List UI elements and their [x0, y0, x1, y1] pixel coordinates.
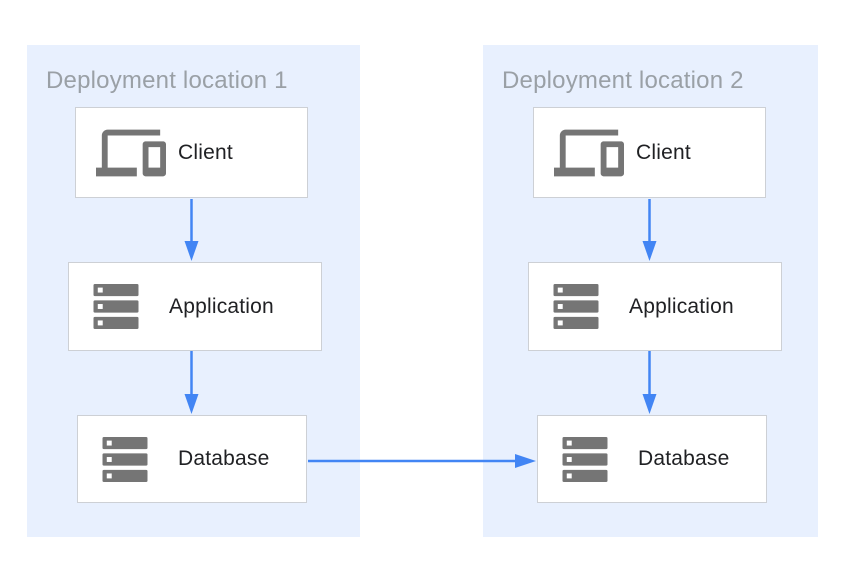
node-label: Database — [638, 447, 730, 470]
node-label: Application — [169, 294, 274, 318]
node-label: Client — [178, 140, 233, 164]
node-label: Application — [629, 294, 734, 318]
node-client-1: Client — [75, 107, 308, 198]
node-application-2: Application — [528, 262, 782, 351]
server-stack-icon — [549, 284, 603, 329]
panel-title: Deployment location 1 — [46, 67, 288, 94]
node-database-2: Database — [537, 415, 767, 503]
node-label: Client — [636, 140, 691, 164]
devices-icon — [96, 118, 166, 188]
server-stack-icon — [89, 284, 143, 329]
node-application-1: Application — [68, 262, 322, 351]
devices-icon — [554, 118, 624, 188]
node-label: Database — [178, 447, 270, 470]
server-stack-icon — [558, 436, 612, 482]
panel-title: Deployment location 2 — [502, 67, 744, 94]
server-stack-icon — [98, 436, 152, 482]
node-database-1: Database — [77, 415, 307, 503]
node-client-2: Client — [533, 107, 766, 198]
